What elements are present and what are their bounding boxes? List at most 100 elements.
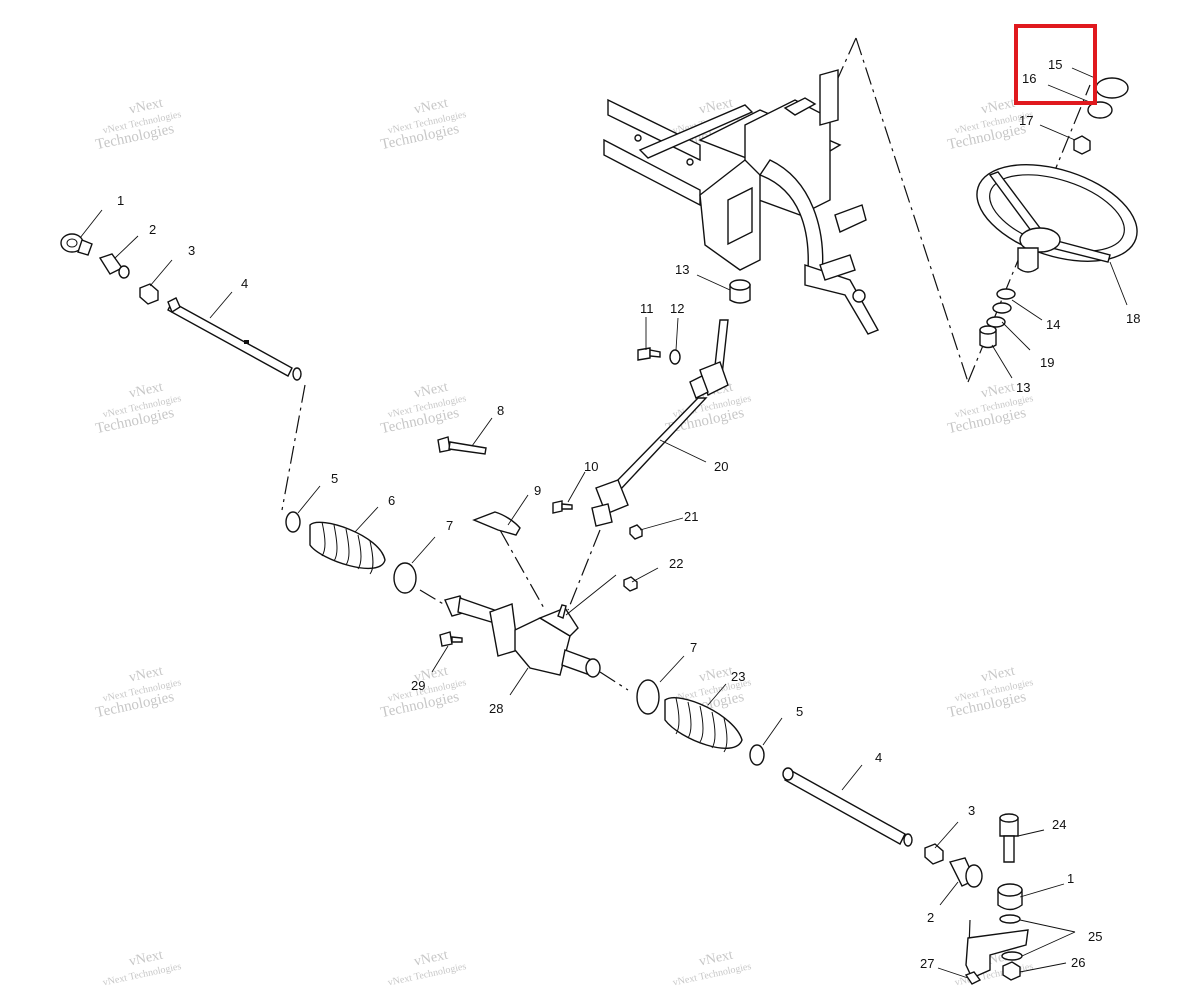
part-13-bushing-top [729, 279, 751, 291]
part-19-washer [986, 316, 1006, 328]
leader-line [471, 417, 493, 447]
frame-rail-lower [603, 138, 701, 207]
part-22-nut [623, 576, 638, 592]
steering-wheel-hub [1019, 227, 1061, 253]
part-23-boot-rib [723, 717, 728, 753]
callout-27: 27 [920, 956, 934, 971]
part-3-jam-nut [139, 283, 159, 305]
part-7-clamp [393, 562, 417, 594]
universal-joint-lower-yoke [591, 503, 613, 527]
part-1-tie-rod-end-top [997, 883, 1023, 897]
rack-housing-top [538, 607, 579, 637]
leader-line [431, 645, 449, 673]
callout-28: 28 [489, 701, 503, 716]
callout-4: 4 [875, 750, 882, 765]
leader-line [696, 274, 731, 291]
leader-lines [79, 67, 1128, 979]
frame-mount-tab [819, 254, 856, 281]
callout-2: 2 [927, 910, 934, 925]
part-1-tie-rod-end-bore [66, 238, 78, 248]
leader-line [1021, 931, 1076, 957]
callout-4: 4 [241, 276, 248, 291]
part-16-emblem [1087, 101, 1113, 119]
callout-14: 14 [1046, 317, 1060, 332]
leader-line [707, 683, 727, 706]
callout-18: 18 [1126, 311, 1140, 326]
part-5-clamp [285, 511, 301, 533]
callout-5: 5 [796, 704, 803, 719]
assembly-lines [281, 37, 1091, 976]
callout-2: 2 [149, 222, 156, 237]
part-14-washer [996, 288, 1016, 300]
watermark-tile: vNext vNext Technologies Technologies [946, 664, 1034, 722]
callout-13: 13 [1016, 380, 1030, 395]
part-23-boot-rib [687, 701, 692, 739]
part-11-bolt-shank [649, 349, 661, 358]
callout-24: 24 [1052, 817, 1066, 832]
frame-hole [634, 134, 642, 142]
part-3-jam-nut [924, 843, 944, 865]
watermark-text: vNext [128, 664, 165, 686]
callout-6: 6 [388, 493, 395, 508]
assembly-line-bracket [499, 529, 546, 611]
leader-line [659, 439, 707, 463]
watermark-tile: vNext vNext Technologies [102, 948, 183, 989]
leader-line [297, 485, 321, 514]
rack-pinion-stub [557, 604, 567, 619]
watermark-text: vNext [413, 380, 450, 402]
steering-wheel-hub-boss [1017, 247, 1039, 273]
callout-16: 16 [1022, 71, 1036, 86]
part-6-boot [309, 521, 386, 570]
right-tie-rod-assembly [782, 767, 1029, 985]
intermediate-shaft-assembly [552, 279, 751, 592]
part-26-nut [1002, 961, 1021, 981]
right-boot-assembly [636, 679, 765, 766]
watermark-text: vNext [128, 96, 165, 118]
leader-line [762, 717, 783, 746]
callout-11: 11 [640, 301, 654, 316]
watermark-text: vNext [980, 380, 1017, 402]
part-12-washer [669, 349, 681, 365]
part-6-boot-rib [345, 528, 350, 566]
leader-line [567, 471, 586, 503]
leader-line [659, 655, 685, 683]
part-7-clamp [636, 679, 660, 715]
watermark-text: vNext [698, 948, 735, 970]
callout-21: 21 [684, 509, 698, 524]
part-6-boot-rib [321, 521, 326, 557]
assembly-line-left [281, 384, 306, 511]
part-29-bolt-shank [451, 636, 463, 643]
part-6-boot-rib [357, 534, 362, 570]
steering-rack-assembly [439, 595, 601, 678]
rack-flange [489, 603, 519, 657]
part-4-tie-rod-end [903, 833, 913, 847]
leader-line [675, 317, 679, 351]
callout-13: 13 [675, 262, 689, 277]
part-25-washer [1001, 951, 1023, 961]
frame-mount-tab [834, 204, 867, 233]
callout-19: 19 [1040, 355, 1054, 370]
part-23-boot-rib [711, 711, 716, 749]
callout-23: 23 [731, 669, 745, 684]
watermark-text: vNext [698, 96, 735, 118]
callout-29: 29 [411, 678, 425, 693]
callout-15: 15 [1048, 57, 1062, 72]
part-14-washer [992, 302, 1012, 314]
callout-3: 3 [188, 243, 195, 258]
callout-22: 22 [669, 556, 683, 571]
part-4-tie-rod-end [292, 367, 302, 381]
watermark-tile: vNext vNext Technologies [672, 948, 753, 989]
leader-line [934, 821, 959, 849]
steering-knuckle-arm [965, 929, 1029, 979]
callout-17: 17 [1019, 113, 1033, 128]
callout-12: 12 [670, 301, 684, 316]
part-8-bolt-shank [448, 441, 487, 455]
part-10-bolt-shank [561, 503, 573, 510]
frame-cross-member [638, 104, 754, 159]
part-4-tie-rod [784, 769, 906, 845]
callout-1: 1 [117, 193, 124, 208]
part-20-shaft [610, 397, 708, 491]
watermark-tile: vNext vNext Technologies Technologies [379, 380, 467, 438]
